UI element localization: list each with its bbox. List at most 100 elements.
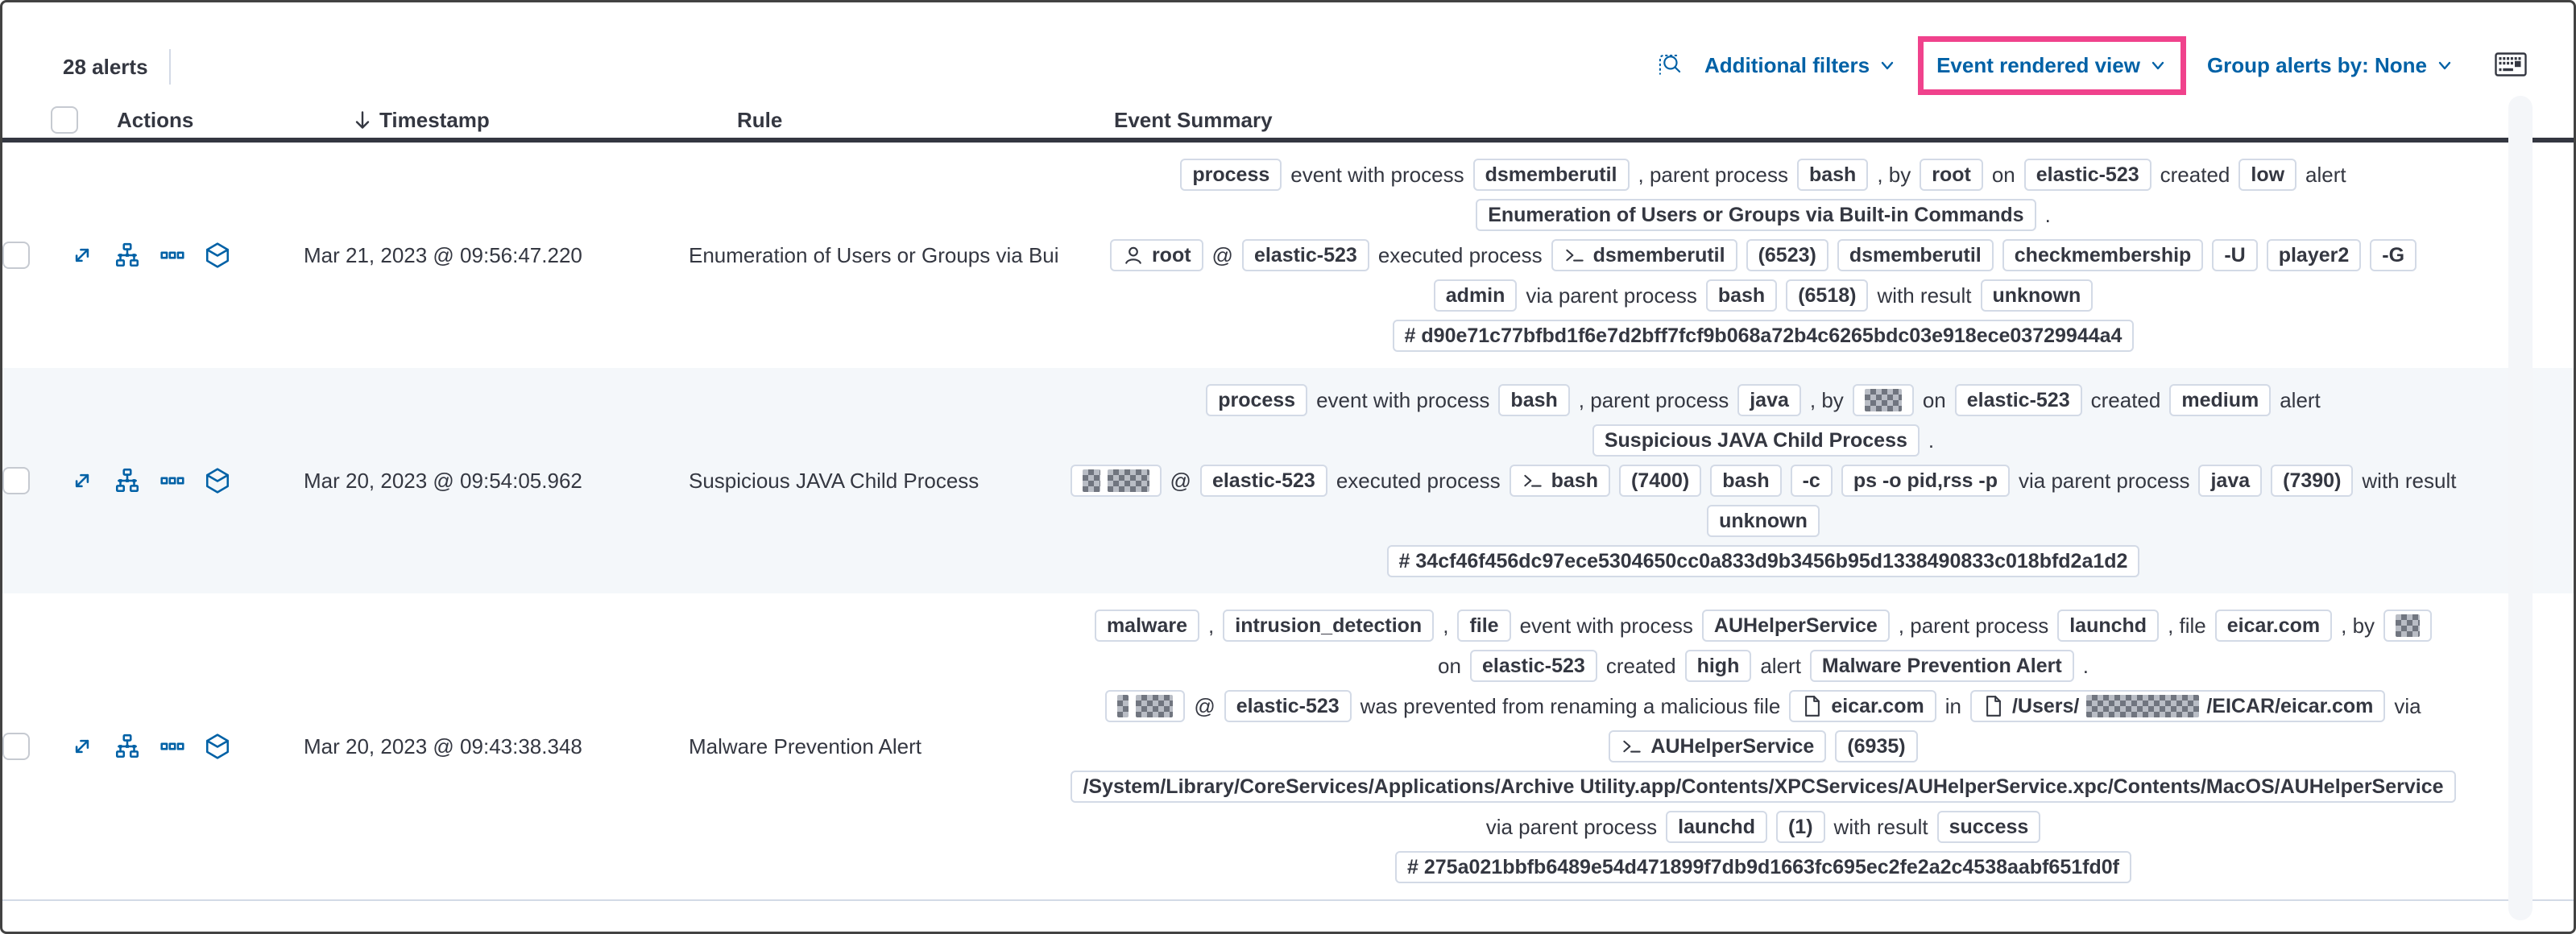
analyze-event-icon[interactable]	[114, 733, 141, 760]
summary-text: @	[1170, 468, 1191, 493]
summary-line: # 34cf46f456dc97ece5304650cc0a833d9b3456…	[1386, 545, 2140, 577]
session-view-icon[interactable]	[204, 242, 231, 269]
analyze-event-icon[interactable]	[114, 242, 141, 269]
row-checkbox[interactable]	[2, 242, 30, 269]
summary-badge	[2383, 610, 2433, 642]
summary-badge: file	[1457, 610, 1511, 642]
summary-badge: java	[1737, 384, 1801, 416]
row-actions	[68, 467, 231, 494]
summary-badge: eicar.com	[1789, 690, 1936, 722]
badge-text: checkmembership	[2014, 243, 2192, 267]
summary-badge: medium	[2169, 384, 2272, 416]
session-view-icon[interactable]	[204, 733, 231, 760]
summary-line: # d90e71c77bfbd1f6e7d2bff7fcf9b068a72b4c…	[1392, 320, 2135, 352]
badge-text: -c	[1802, 469, 1820, 492]
badge-text: /Users/	[2011, 694, 2080, 717]
badge-text: (7400)	[1630, 469, 1690, 492]
redacted-value	[1117, 695, 1129, 717]
more-actions-icon[interactable]	[159, 467, 186, 494]
additional-filters-button[interactable]: Additional filters	[1704, 53, 1897, 78]
summary-badge: (6523)	[1746, 239, 1828, 271]
summary-text: event with process	[1290, 162, 1464, 187]
badge-text: # 275a021bbfb6489e54d471899f7db9d1663fc6…	[1407, 855, 2119, 878]
summary-text: ,	[1208, 613, 1215, 638]
badge-text: process	[1218, 388, 1296, 411]
expand-alert-icon[interactable]	[68, 242, 96, 269]
summary-badge: # 275a021bbfb6489e54d471899f7db9d1663fc6…	[1395, 851, 2131, 883]
row-checkbox[interactable]	[2, 467, 30, 494]
terminal-icon	[1563, 244, 1586, 267]
more-actions-icon[interactable]	[159, 242, 186, 269]
summary-text: @	[1211, 242, 1233, 267]
badge-text: AUHelperService	[1713, 614, 1878, 637]
terminal-icon	[1621, 735, 1643, 758]
summary-text: , parent process	[1898, 613, 2049, 638]
session-view-icon[interactable]	[204, 467, 231, 494]
group-alerts-button[interactable]: Group alerts by: None	[2207, 53, 2454, 78]
select-all-checkbox[interactable]	[51, 106, 78, 134]
redacted-value	[1136, 695, 1174, 717]
alerts-toolbar: Additional filters Event rendered view G…	[1656, 30, 2454, 101]
badge-text: Suspicious JAVA Child Process	[1604, 428, 1907, 452]
timestamp-cell: Mar 20, 2023 @ 09:54:05.962	[304, 468, 582, 493]
expand-alert-icon[interactable]	[68, 733, 96, 760]
summary-text: via parent process	[2019, 468, 2190, 493]
badge-text: eicar.com	[2226, 614, 2321, 637]
summary-text: , by	[1809, 387, 1844, 412]
badge-text: player2	[2278, 243, 2350, 267]
summary-badge: -G	[2370, 239, 2417, 271]
keyboard-shortcuts-icon[interactable]	[2495, 52, 2527, 76]
summary-badge: intrusion_detection	[1223, 610, 1435, 642]
badge-text: low	[2251, 163, 2285, 186]
inspect-icon[interactable]	[1656, 52, 1684, 79]
summary-badge: eicar.com	[2214, 610, 2333, 642]
summary-badge	[1105, 690, 1186, 722]
expand-alert-icon[interactable]	[68, 467, 96, 494]
badge-text: eicar.com	[1831, 694, 1924, 717]
analyze-event-icon[interactable]	[114, 467, 141, 494]
summary-badge: process	[1206, 384, 1308, 416]
alert-count: 28 alerts	[63, 54, 148, 79]
summary-badge: dsmemberutil	[1472, 159, 1630, 191]
summary-text: in	[1944, 693, 1961, 718]
view-selector-button[interactable]: Event rendered view	[1936, 53, 2168, 78]
summary-text: event with process	[1316, 387, 1490, 412]
redacted-value	[1107, 469, 1149, 492]
badge-text: bash	[1551, 469, 1598, 492]
summary-text: via parent process	[1526, 283, 1697, 308]
rule-cell: Suspicious JAVA Child Process	[689, 468, 979, 493]
summary-line: # 275a021bbfb6489e54d471899f7db9d1663fc6…	[1395, 851, 2131, 883]
vertical-scrollbar[interactable]	[2508, 96, 2533, 920]
badge-text: unknown	[1992, 283, 2081, 307]
redacted-value	[1082, 469, 1100, 492]
badge-text: high	[1696, 654, 1740, 677]
badge-text: file	[1469, 614, 1499, 637]
summary-badge: bash	[1509, 465, 1610, 497]
summary-text: .	[1928, 428, 1935, 453]
badge-text: -G	[2382, 243, 2405, 267]
file-icon	[1982, 695, 2005, 717]
summary-badge: elastic-523	[1469, 650, 1597, 682]
summary-badge: elastic-523	[1954, 384, 2082, 416]
badge-text: root	[1151, 243, 1191, 267]
badge-text: dsmemberutil	[1485, 163, 1617, 186]
more-actions-icon[interactable]	[159, 733, 186, 760]
summary-badge: Malware Prevention Alert	[1809, 650, 2074, 682]
summary-badge: root	[1920, 159, 1983, 191]
summary-badge: /Users//EICAR/eicar.com	[1969, 690, 2386, 722]
summary-badge: bash	[1710, 465, 1782, 497]
summary-badge: Suspicious JAVA Child Process	[1592, 424, 1920, 457]
column-header-timestamp[interactable]: Timestamp	[352, 102, 737, 138]
alert-table-row: Mar 20, 2023 @ 09:54:05.962 Suspicious JA…	[2, 368, 2574, 593]
row-checkbox[interactable]	[2, 733, 30, 760]
summary-text: event with process	[1519, 613, 1693, 638]
badge-text: elastic-523	[1481, 654, 1585, 677]
badge-text: elastic-523	[1236, 694, 1340, 717]
